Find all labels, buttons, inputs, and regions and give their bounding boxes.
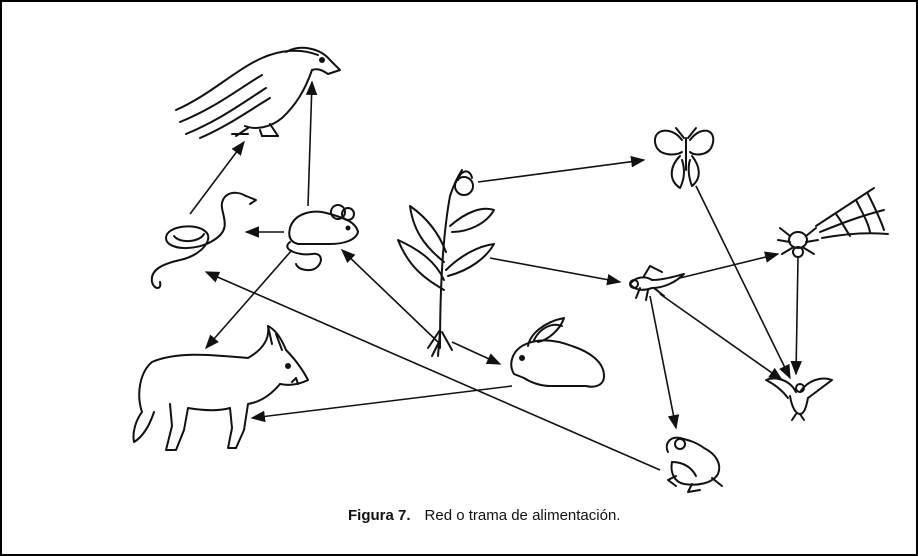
figure-caption-label: Figura 7.: [348, 507, 411, 524]
arrow-saltamontes-rana: [649, 295, 680, 430]
arrow-saltamontes-arana: [679, 251, 780, 279]
mouse-icon: [286, 204, 359, 272]
grasshopper-icon: [629, 265, 685, 301]
arrow-planta-raton: [340, 249, 439, 343]
figure-caption: Figura 7. Red o trama de alimentación.: [348, 507, 620, 524]
arrow-mariposa-pajaro: [695, 185, 791, 380]
arrow-culebra-aguila: [189, 140, 245, 215]
arrow-planta-saltamontes: [489, 257, 622, 286]
food-web-arrows: [189, 80, 802, 471]
arrow-saltamontes-pajaro: [659, 293, 784, 381]
bird-icon: [765, 377, 833, 421]
arrow-rana-culebra: [204, 271, 661, 471]
spider-icon: [777, 187, 889, 258]
eagle-icon: [175, 46, 341, 139]
plant-icon: [397, 169, 495, 357]
rabbit-icon: [510, 317, 605, 388]
figure-caption-text: Red o trama de alimentación.: [424, 507, 621, 524]
butterfly-icon: [653, 127, 715, 189]
fox-icon: [132, 325, 309, 451]
arrow-planta-conejo: [451, 341, 502, 365]
arrow-raton-zorro: [205, 249, 293, 350]
snake-icon: [150, 191, 257, 289]
frog-icon: [665, 436, 723, 493]
arrow-planta-mariposa: [477, 155, 646, 183]
arrow-arana-pajaro: [790, 257, 802, 376]
arrow-raton-aguila: [305, 80, 318, 207]
arrow-conejo-zorro: [250, 385, 513, 423]
